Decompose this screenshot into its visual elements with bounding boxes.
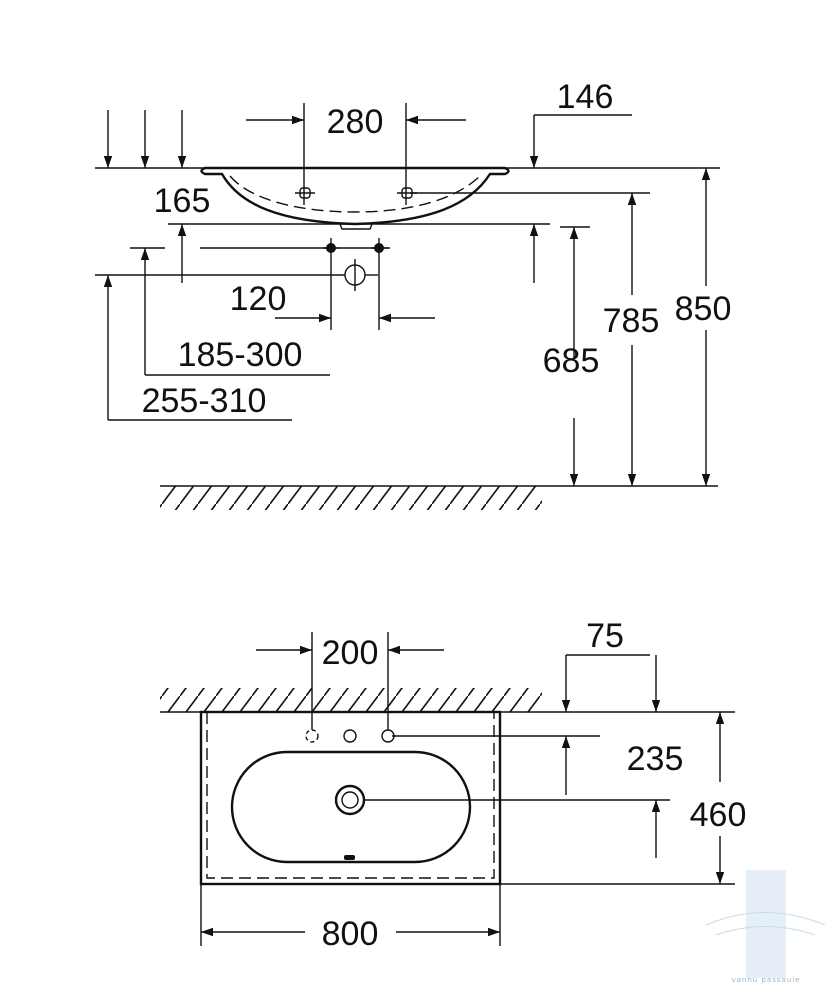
dim-basin-depth: 165 bbox=[154, 182, 211, 220]
wall-hatch bbox=[160, 688, 542, 712]
tap-hole-center-plan bbox=[343, 729, 357, 743]
dim-plan-tap-spacing: 200 bbox=[322, 634, 379, 672]
dim-trap-spacing: 120 bbox=[230, 280, 287, 318]
dim-range-a: 185-300 bbox=[178, 336, 303, 374]
floor-hatch bbox=[160, 486, 542, 510]
tap-hole-left-plan bbox=[305, 729, 319, 743]
watermark-logo: vannu passaule bbox=[705, 870, 826, 984]
dim-drain-offset: 235 bbox=[627, 740, 684, 778]
dim-wall-offset: 75 bbox=[586, 617, 624, 655]
dim-outlet-height: 685 bbox=[543, 342, 600, 380]
basin-profile bbox=[200, 166, 510, 230]
drain-plan bbox=[334, 784, 366, 816]
dim-range-b: 255-310 bbox=[142, 382, 267, 420]
dim-width: 800 bbox=[322, 915, 379, 953]
dim-overflow-height: 785 bbox=[603, 302, 660, 340]
plan-view: 200 75 235 460 800 bbox=[160, 617, 746, 953]
drain-plan-inner bbox=[341, 791, 359, 809]
overflow-slot bbox=[344, 855, 355, 860]
dim-tap-spacing: 280 bbox=[327, 103, 384, 141]
watermark-text: vannu passaule bbox=[732, 976, 801, 984]
dim-depth: 460 bbox=[690, 796, 747, 834]
trap-fittings bbox=[95, 238, 390, 330]
dim-total-height: 850 bbox=[675, 290, 732, 328]
dim-top-offset: 146 bbox=[557, 78, 614, 116]
bowl-outline bbox=[230, 750, 472, 864]
basin-outline bbox=[199, 710, 502, 886]
side-view: 280 146 165 120 185- bbox=[95, 78, 731, 510]
basin-inner-outline bbox=[206, 712, 495, 879]
tap-hole-left bbox=[295, 187, 315, 199]
